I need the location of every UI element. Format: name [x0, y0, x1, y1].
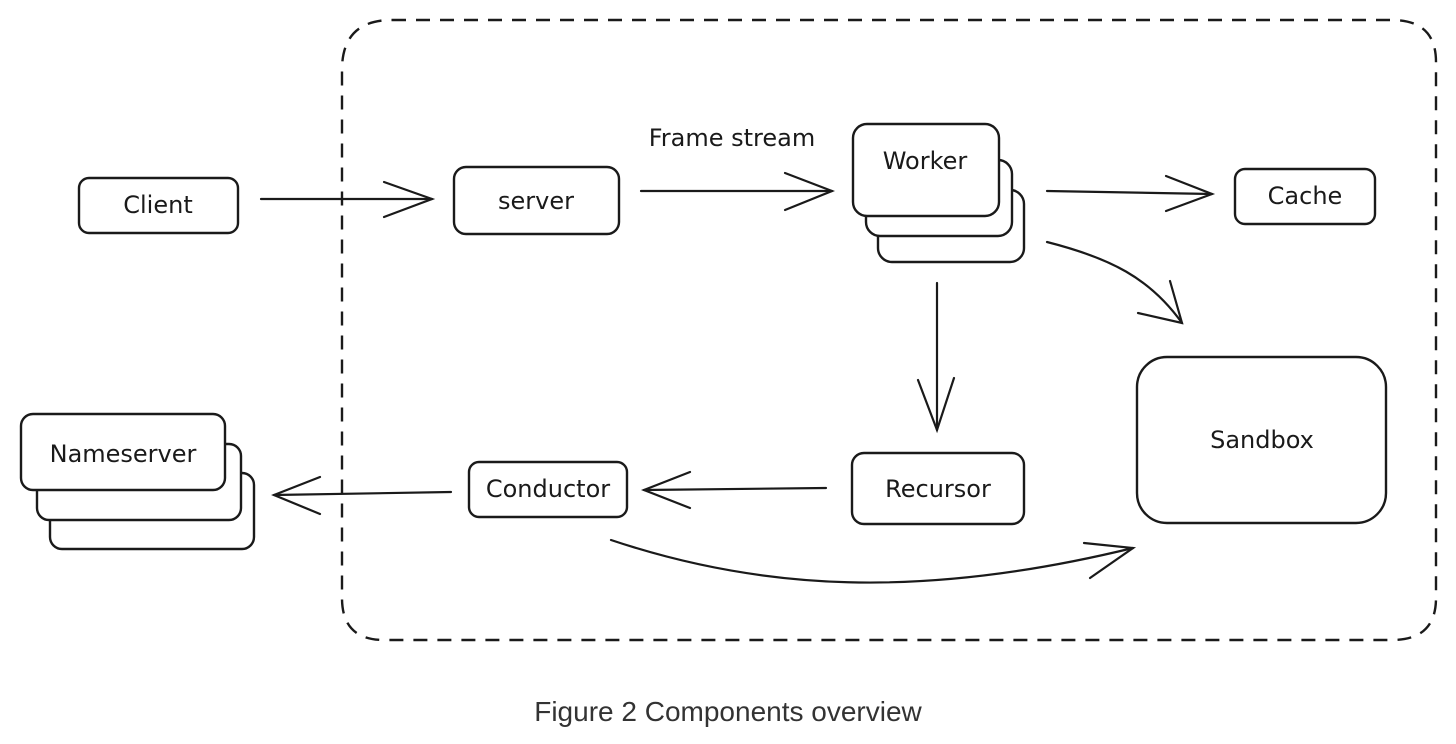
nameserver-label: Nameserver: [50, 440, 197, 468]
worker-label: Worker: [883, 147, 968, 175]
arrow-recursor-to-conductor: [640, 470, 828, 510]
arrow-server-to-worker: [639, 171, 836, 212]
system-boundary: [340, 18, 1438, 642]
server-label: server: [498, 187, 574, 215]
sandbox-node: Sandbox: [1135, 355, 1388, 525]
cache-node: Cache: [1233, 167, 1377, 226]
frame-stream-label: Frame stream: [649, 124, 816, 152]
client-node: Client: [77, 176, 240, 235]
arrow-worker-to-sandbox: [1045, 240, 1184, 325]
arrow-client-to-server: [259, 180, 436, 219]
figure-caption: Figure 2 Components overview: [534, 696, 922, 727]
arrow-conductor-to-sandbox: [609, 538, 1137, 584]
nameserver-node: Nameserver: [19, 412, 256, 551]
recursor-node: Recursor: [850, 451, 1026, 526]
client-label: Client: [123, 191, 192, 219]
arrow-worker-to-recursor: [916, 281, 956, 434]
arrow-worker-to-cache: [1045, 174, 1216, 213]
server-node: server: [452, 165, 621, 236]
arrow-conductor-to-nameserver: [271, 475, 453, 516]
conductor-label: Conductor: [486, 475, 610, 503]
conductor-node: Conductor: [467, 460, 629, 519]
recursor-label: Recursor: [885, 475, 991, 503]
cache-label: Cache: [1268, 182, 1343, 210]
worker-node: Worker: [851, 122, 1026, 264]
sandbox-label: Sandbox: [1210, 426, 1314, 454]
